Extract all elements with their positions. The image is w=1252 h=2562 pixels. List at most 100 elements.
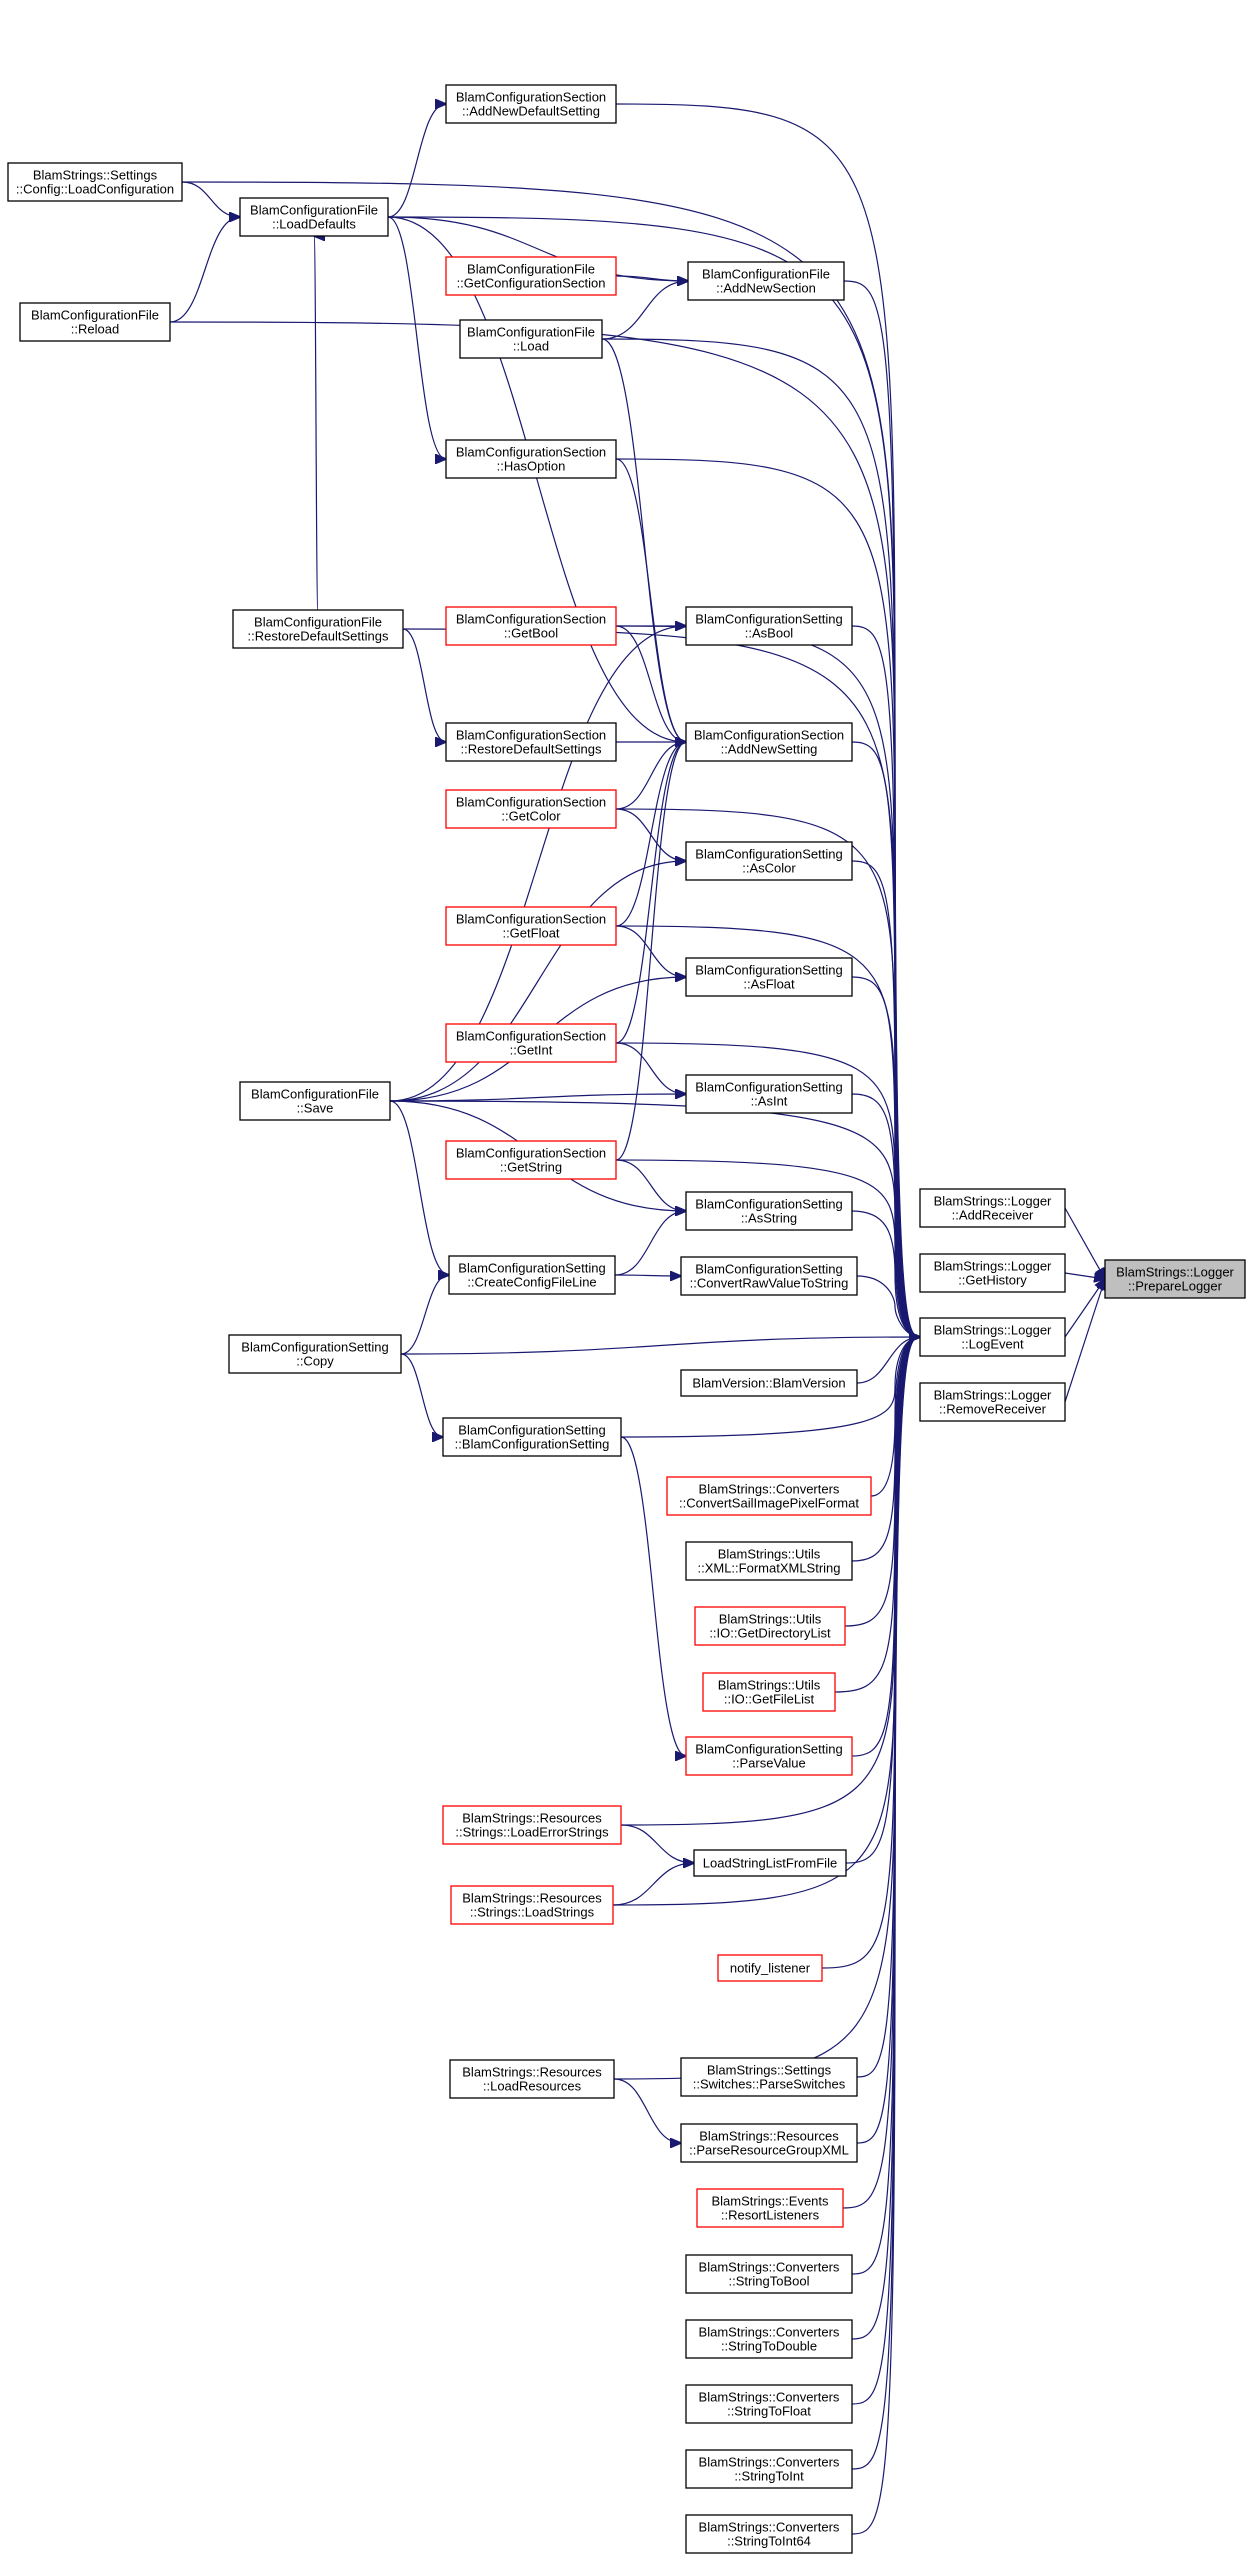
node-box (685, 2319, 853, 2359)
edge-section-get-string-to-section-add-setting (615, 742, 686, 1161)
node-section-get-bool[interactable]: BlamConfigurationSection::GetBool (445, 606, 617, 646)
node-add-receiver[interactable]: BlamStrings::Logger::AddReceiver (919, 1188, 1066, 1228)
node-load-string-list[interactable]: LoadStringListFromFile (693, 1849, 847, 1877)
edge-load-error-strings-to-load-string-list (620, 1824, 694, 1863)
node-label: ::ConvertRawValueToString (690, 1276, 849, 1291)
node-setting-convert-raw[interactable]: BlamConfigurationSetting::ConvertRawValu… (680, 1256, 858, 1296)
node-box (449, 2059, 615, 2099)
edge-setting-as-string-to-log-event (851, 1210, 920, 1337)
node-notify-listener[interactable]: notify_listener (717, 1954, 823, 1982)
node-label: BlamStrings::Logger (934, 1194, 1052, 1209)
edge-file-save-to-setting-create-line (389, 1100, 449, 1275)
node-file-add-section[interactable]: BlamConfigurationFile::AddNewSection (687, 261, 845, 301)
node-setting-ctor[interactable]: BlamConfigurationSetting::BlamConfigurat… (442, 1417, 622, 1457)
node-blam-version[interactable]: BlamVersion::BlamVersion (680, 1369, 858, 1397)
node-parse-switches[interactable]: BlamStrings::Settings::Switches::ParseSw… (680, 2057, 858, 2097)
node-get-file-list[interactable]: BlamStrings::Utils::IO::GetFileList (702, 1672, 836, 1712)
node-label: ::StringToFloat (727, 2404, 811, 2419)
edge-file-load-to-file-add-section (601, 281, 688, 340)
node-label: BlamStrings::Logger (934, 1259, 1052, 1274)
node-parse-resource-xml[interactable]: BlamStrings::Resources::ParseResourceGro… (680, 2123, 858, 2163)
node-label: ::XML::FormatXMLString (697, 1561, 840, 1576)
node-box (687, 261, 845, 301)
edge-section-get-int-to-section-add-setting (615, 742, 686, 1044)
node-format-xml[interactable]: BlamStrings::Utils::XML::FormatXMLString (685, 1541, 853, 1581)
edge-file-load-defaults-to-section-has-option (387, 216, 446, 459)
node-label: BlamStrings::Settings (33, 168, 158, 183)
node-setting-create-line[interactable]: BlamConfigurationSetting::CreateConfigFi… (448, 1255, 616, 1295)
node-setting-as-int[interactable]: BlamConfigurationSetting::AsInt (685, 1074, 853, 1114)
node-label: ::ConvertSailImagePixelFormat (679, 1496, 859, 1511)
node-section-get-float[interactable]: BlamConfigurationSection::GetFloat (445, 906, 617, 946)
node-convert-sail[interactable]: BlamStrings::Converters::ConvertSailImag… (666, 1476, 872, 1516)
node-log-event[interactable]: BlamStrings::Logger::LogEvent (919, 1317, 1066, 1357)
node-box (448, 1255, 616, 1295)
node-load-strings[interactable]: BlamStrings::Resources::Strings::LoadStr… (450, 1885, 614, 1925)
node-file-restore-defaults[interactable]: BlamConfigurationFile::RestoreDefaultSet… (232, 609, 404, 649)
node-section-get-color[interactable]: BlamConfigurationSection::GetColor (445, 789, 617, 829)
node-label: BlamConfigurationFile (254, 615, 382, 630)
node-label: ::Load (513, 339, 549, 354)
node-resort-listeners[interactable]: BlamStrings::Events::ResortListeners (696, 2188, 844, 2228)
node-setting-parse-value[interactable]: BlamConfigurationSetting::ParseValue (685, 1736, 853, 1776)
node-string-to-int[interactable]: BlamStrings::Converters::StringToInt (685, 2449, 853, 2489)
edge-section-get-float-to-log-event (615, 925, 920, 1337)
edge-setting-create-line-to-setting-convert-raw (614, 1275, 681, 1276)
node-section-has-option[interactable]: BlamConfigurationSection::HasOption (445, 439, 617, 479)
edge-setting-convert-raw-to-log-event (856, 1275, 920, 1337)
node-get-directory-list[interactable]: BlamStrings::Utils::IO::GetDirectoryList (694, 1606, 846, 1646)
edge-setting-as-int-to-log-event (851, 1093, 920, 1337)
node-label: BlamConfigurationSection (456, 728, 606, 743)
node-file-get-section[interactable]: BlamConfigurationFile::GetConfigurationS… (445, 256, 617, 296)
node-remove-receiver[interactable]: BlamStrings::Logger::RemoveReceiver (919, 1382, 1066, 1422)
node-setting-as-string[interactable]: BlamConfigurationSetting::AsString (685, 1191, 853, 1231)
node-label: ::Copy (296, 1354, 334, 1369)
node-label: ::GetConfigurationSection (457, 276, 606, 291)
edge-setting-ctor-to-log-event (620, 1337, 920, 1438)
node-setting-as-color[interactable]: BlamConfigurationSetting::AsColor (685, 841, 853, 881)
node-box (685, 1074, 853, 1114)
node-section-restore-defaults[interactable]: BlamConfigurationSection::RestoreDefault… (445, 722, 617, 762)
edge-section-get-string-to-log-event (615, 1159, 920, 1337)
node-file-load-defaults[interactable]: BlamConfigurationFile::LoadDefaults (239, 197, 389, 237)
edge-load-strings-to-load-string-list (612, 1863, 694, 1906)
node-string-to-int64[interactable]: BlamStrings::Converters::StringToInt64 (685, 2514, 853, 2554)
node-label: BlamConfigurationSection (456, 1029, 606, 1044)
edge-section-get-int-to-log-event (615, 1042, 920, 1337)
node-label: BlamStrings::Resources (699, 2129, 839, 2144)
node-load-error-strings[interactable]: BlamStrings::Resources::Strings::LoadErr… (442, 1805, 622, 1845)
node-file-reload[interactable]: BlamConfigurationFile::Reload (19, 302, 171, 342)
node-box (445, 439, 617, 479)
edge-file-restore-defaults-to-section-restore-defaults (402, 628, 446, 742)
node-label: ::GetHistory (958, 1273, 1027, 1288)
node-label: ::IO::GetFileList (724, 1692, 815, 1707)
node-box (239, 1081, 391, 1121)
node-section-add-setting[interactable]: BlamConfigurationSection::AddNewSetting (685, 722, 853, 762)
node-section-add-default[interactable]: BlamConfigurationSection::AddNewDefaultS… (445, 84, 617, 124)
node-section-get-int[interactable]: BlamConfigurationSection::GetInt (445, 1023, 617, 1063)
node-string-to-double[interactable]: BlamStrings::Converters::StringToDouble (685, 2319, 853, 2359)
node-label: BlamConfigurationSetting (458, 1261, 605, 1276)
node-label: ::Strings::LoadErrorStrings (455, 1825, 609, 1840)
node-box (919, 1317, 1066, 1357)
node-string-to-bool[interactable]: BlamStrings::Converters::StringToBool (685, 2254, 853, 2294)
node-label: ::StringToInt64 (727, 2534, 811, 2549)
node-prepare-logger[interactable]: BlamStrings::Logger::PrepareLogger (1104, 1259, 1246, 1299)
node-settings-load-config[interactable]: BlamStrings::Settings::Config::LoadConfi… (7, 162, 183, 202)
node-box (445, 906, 617, 946)
call-edges (169, 104, 1105, 2535)
node-setting-copy[interactable]: BlamConfigurationSetting::Copy (228, 1334, 402, 1374)
node-box (7, 162, 183, 202)
node-box (19, 302, 171, 342)
node-setting-as-bool[interactable]: BlamConfigurationSetting::AsBool (685, 606, 853, 646)
edge-file-reload-to-file-load-defaults (169, 217, 240, 323)
node-string-to-float[interactable]: BlamStrings::Converters::StringToFloat (685, 2384, 853, 2424)
node-file-load[interactable]: BlamConfigurationFile::Load (459, 319, 603, 359)
node-file-save[interactable]: BlamConfigurationFile::Save (239, 1081, 391, 1121)
node-section-get-string[interactable]: BlamConfigurationSection::GetString (445, 1140, 617, 1180)
node-load-resources[interactable]: BlamStrings::Resources::LoadResources (449, 2059, 615, 2099)
edge-file-load-defaults-to-section-add-default (387, 104, 446, 218)
node-get-history[interactable]: BlamStrings::Logger::GetHistory (919, 1253, 1066, 1293)
node-setting-as-float[interactable]: BlamConfigurationSetting::AsFloat (685, 957, 853, 997)
node-box (680, 1256, 858, 1296)
